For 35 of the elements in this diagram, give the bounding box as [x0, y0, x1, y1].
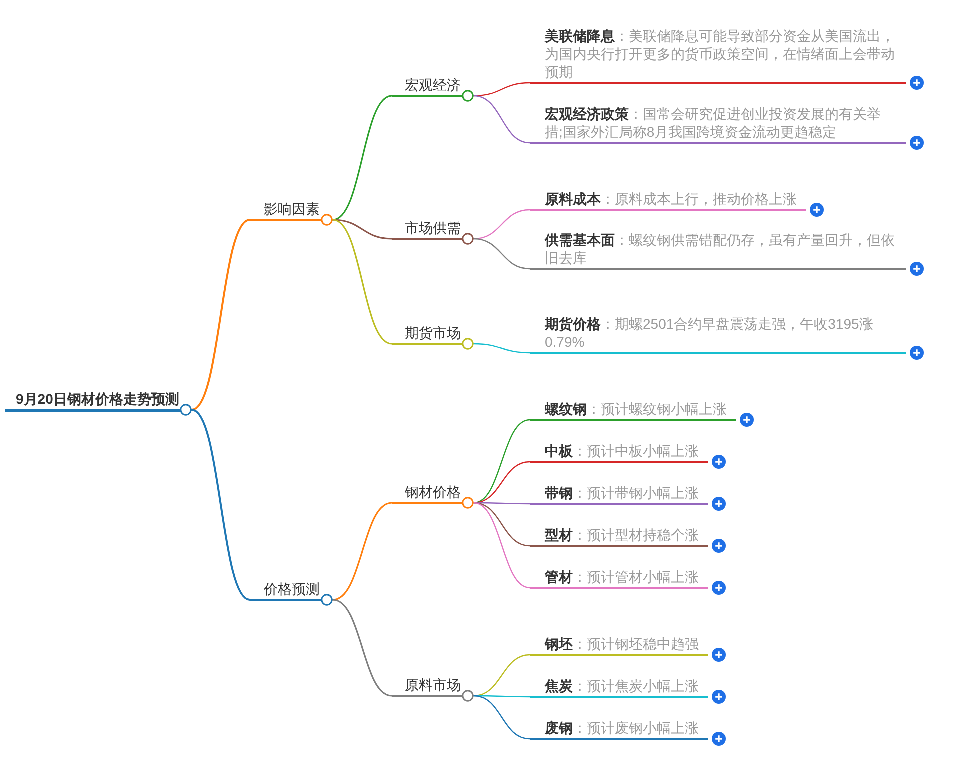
- connector-line: [473, 95, 531, 144]
- connector-line: [332, 219, 393, 240]
- note-text: 原料成本：原料成本上行，推动价格上涨: [545, 190, 797, 208]
- note-text: 型材：预计型材持稳个涨: [545, 526, 699, 544]
- connector-line: [473, 461, 531, 504]
- note-text: 废钢：预计废钢小幅上涨: [545, 719, 699, 738]
- connector-line: [332, 219, 393, 345]
- connector-line: [473, 654, 531, 697]
- connector-line: [473, 343, 531, 354]
- topic-label: 期货市场: [405, 324, 461, 342]
- note-text: 螺纹钢：预计螺纹钢小幅上涨: [545, 400, 727, 418]
- topic-label: 原料市场: [405, 676, 461, 694]
- note-text: 中板：预计中板小幅上涨: [545, 442, 699, 460]
- connector-line: [332, 502, 393, 601]
- connector-line: [191, 219, 251, 411]
- connector-line: [473, 238, 531, 270]
- note-text: 管材：预计管材小幅上涨: [545, 568, 699, 586]
- root-topic-label: 9月20日钢材价格走势预测: [16, 390, 180, 408]
- note-text: 供需基本面：螺纹钢供需错配仍存，虽有产量回升，但依旧去库: [545, 231, 896, 268]
- connector-line: [332, 95, 393, 221]
- topic-label: 宏观经济: [405, 76, 461, 94]
- note-text: 焦炭：预计焦炭小幅上涨: [545, 677, 699, 696]
- connector-line: [191, 409, 251, 601]
- topic-label: 市场供需: [405, 219, 461, 238]
- connector-line: [473, 502, 531, 589]
- connector-line: [473, 695, 531, 740]
- note-text: 宏观经济政策：国常会研究促进创业投资发展的有关举措;国家外汇局称8月我国跨境资金流动更趋稳定: [545, 105, 882, 142]
- topic-label: 影响因素: [264, 200, 320, 218]
- connector-line: [332, 599, 393, 697]
- note-text: 期货价格：期螺2501合约早盘震荡走强，午收3195涨0.79%: [545, 315, 874, 352]
- note-text: 钢坯：预计钢坯稳中趋强: [545, 635, 699, 654]
- note-text: 美联储降息：美联储降息可能导致部分资金从美国流出，为国内央行打开更多的货币政策空间，在情绪面上会带动预期: [545, 27, 896, 82]
- note-text: 带钢：预计带钢小幅上涨: [545, 484, 699, 502]
- topic-label: 价格预测: [264, 580, 320, 598]
- topic-label: 钢材价格: [405, 483, 461, 502]
